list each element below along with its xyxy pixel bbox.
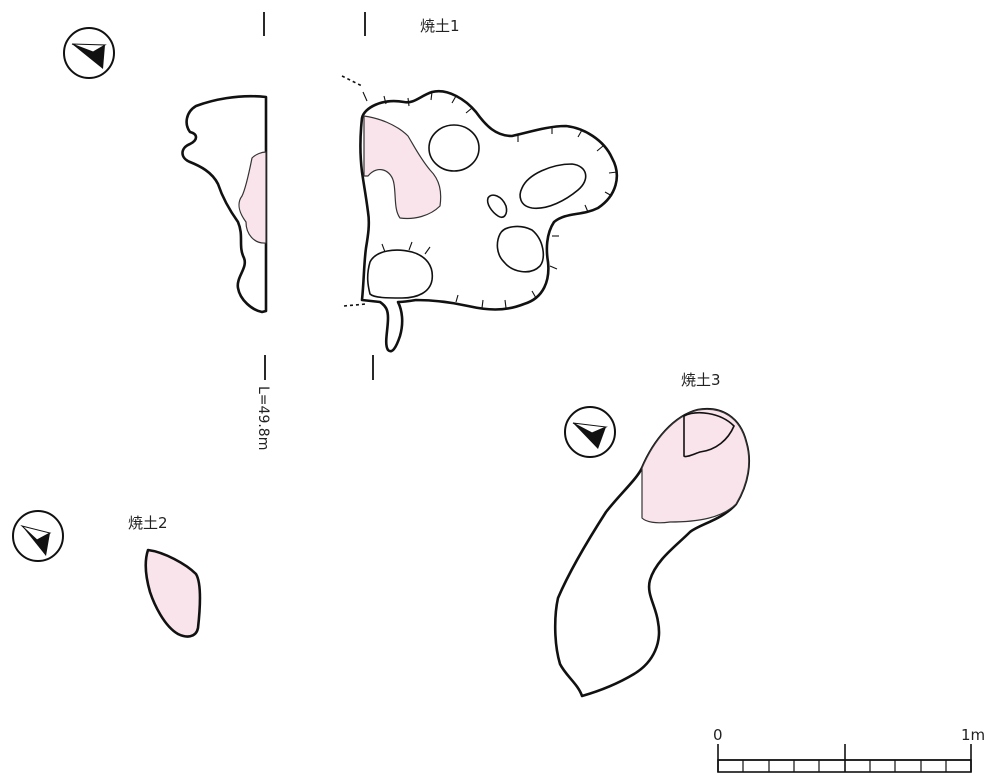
feature2-label: 焼土2 bbox=[128, 514, 168, 532]
feature1-section bbox=[181, 94, 268, 314]
north-arrow-icon bbox=[63, 27, 115, 79]
scale-end-label: 1m bbox=[961, 726, 985, 744]
north-arrow-icon bbox=[12, 510, 64, 562]
north-arrow-icon bbox=[564, 406, 616, 458]
feature2-shape bbox=[144, 548, 202, 638]
scale-bar: 0 1m bbox=[713, 726, 985, 773]
section-line-marks bbox=[263, 12, 374, 380]
feature1-plan bbox=[341, 75, 619, 353]
feature3-shape bbox=[553, 407, 751, 698]
feature1-label: 焼土1 bbox=[420, 17, 460, 35]
feature3-label: 焼土3 bbox=[681, 371, 721, 389]
elevation-label: L=49.8m bbox=[255, 386, 271, 450]
scale-start-label: 0 bbox=[713, 726, 723, 744]
